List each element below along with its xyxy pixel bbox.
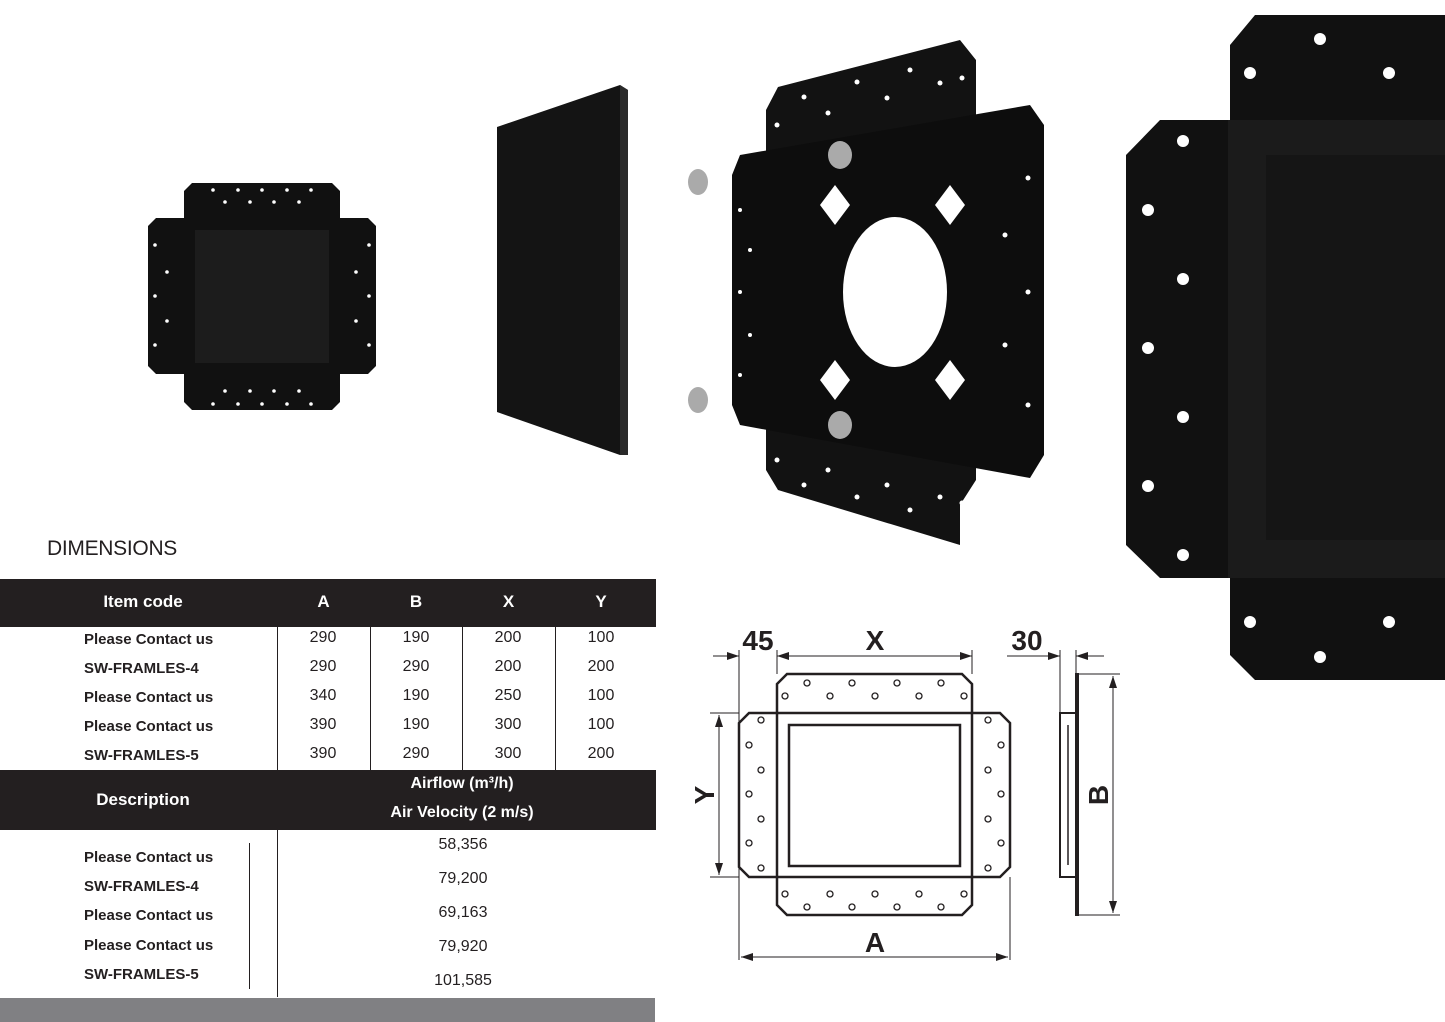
item-code: Please Contact us [84, 631, 214, 648]
item-code: SW-FRAMLES-4 [84, 660, 199, 677]
dimension-a: 390 [309, 745, 337, 762]
column-divider [249, 843, 250, 989]
dimension-y: 200 [587, 745, 615, 762]
description-item: Please Contact us [84, 849, 214, 866]
item-code: SW-FRAMLES-5 [84, 747, 199, 764]
dim-label-depth: 30 [1011, 625, 1042, 656]
dimension-a: 290 [309, 629, 337, 646]
dimension-x: 200 [494, 629, 522, 646]
dimension-y: 200 [587, 658, 615, 675]
header-b: B [409, 592, 423, 611]
dimension-x: 300 [494, 745, 522, 762]
panel-cover-image [497, 85, 628, 455]
dimension-x: 300 [494, 716, 522, 733]
dim-label-flange: 45 [742, 625, 773, 656]
exploded-assembly-image [688, 40, 1044, 545]
dimension-b: 290 [402, 658, 430, 675]
dimension-b: 190 [402, 716, 430, 733]
column-divider [555, 627, 556, 770]
dim-label-x: X [866, 625, 885, 656]
header-y: Y [595, 592, 607, 611]
dimension-a: 340 [309, 687, 337, 704]
dimension-drawing [710, 650, 1120, 961]
airflow-value: 79,920 [438, 938, 488, 955]
dimension-x: 200 [494, 658, 522, 675]
dimension-a: 390 [309, 716, 337, 733]
column-divider [277, 627, 278, 770]
header-item-code: Item code [103, 592, 183, 611]
item-code: Please Contact us [84, 718, 214, 735]
column-divider [462, 627, 463, 770]
airflow-table-header: Description Airflow (m³/h) Air Velocity … [0, 770, 656, 830]
dim-label-b: B [1083, 785, 1114, 805]
dimension-y: 100 [587, 629, 615, 646]
header-x: X [502, 592, 515, 611]
description-item: Please Contact us [84, 907, 214, 925]
dimension-b: 190 [402, 629, 430, 646]
airflow-value: 69,163 [438, 904, 488, 921]
dimension-x: 250 [494, 687, 522, 704]
header-airflow: Airflow (m³/h) [410, 775, 514, 792]
column-divider [277, 830, 278, 997]
footer-bar [0, 998, 655, 1022]
description-item: SW-FRAMLES-5 [84, 965, 199, 983]
dimension-y: 100 [587, 687, 615, 704]
dimension-y: 100 [587, 716, 615, 733]
dim-label-a: A [865, 927, 885, 958]
airflow-value: 58,356 [438, 836, 488, 853]
product-closeup-image [1126, 15, 1445, 680]
dim-label-y: Y [689, 785, 720, 804]
description-item: SW-FRAMLES-4 [84, 878, 199, 896]
dimension-b: 290 [402, 745, 430, 762]
section-title: DIMENSIONS [47, 537, 178, 560]
airflow-value: 79,200 [438, 870, 488, 887]
product-front-view-image [148, 183, 376, 410]
description-item: Please Contact us [84, 936, 214, 954]
dimension-b: 190 [402, 687, 430, 704]
item-code: Please Contact us [84, 689, 214, 706]
dimension-a: 290 [309, 658, 337, 675]
header-a: A [317, 592, 330, 611]
column-divider [370, 627, 371, 770]
header-description: Description [96, 790, 190, 809]
header-air-velocity: Air Velocity (2 m/s) [390, 804, 534, 821]
airflow-value: 101,585 [434, 972, 492, 989]
dimensions-table-header: Item code A B X Y [0, 579, 656, 627]
